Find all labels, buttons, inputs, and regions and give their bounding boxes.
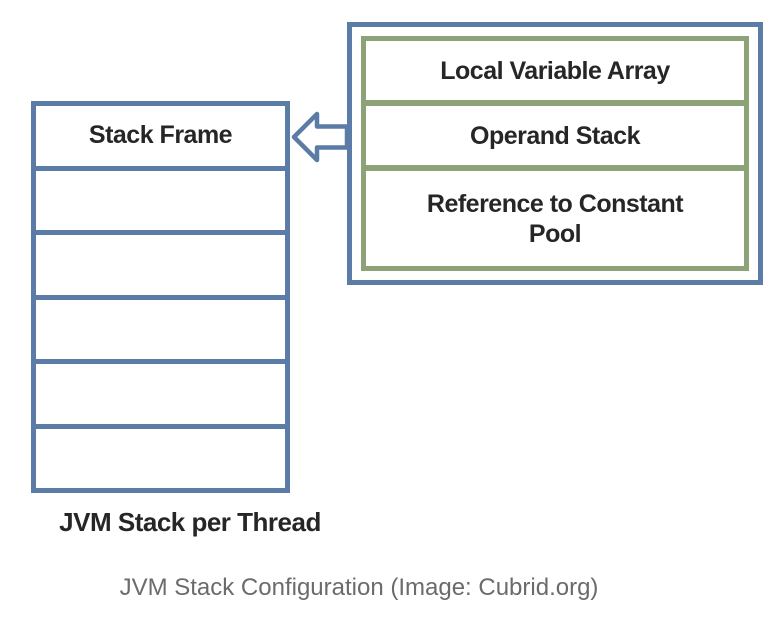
detail-cell-local-variable-array: Local Variable Array	[366, 41, 744, 101]
stack-empty-cell	[36, 230, 285, 295]
stack-empty-cell	[36, 359, 285, 424]
stack-frame-cell: Stack Frame	[36, 106, 285, 166]
jvm-stack-per-thread-label: JVM Stack per Thread	[59, 507, 321, 537]
stack-empty-cell	[36, 423, 285, 488]
stack-frame-detail-box: Local Variable Array Operand Stack Refer…	[347, 22, 763, 285]
detail-cell-reference-to-constant-pool: Reference to Constant Pool	[366, 165, 744, 267]
jvm-stack-box: Stack Frame	[31, 101, 290, 493]
stack-empty-cell	[36, 165, 285, 230]
stack-frame-label: Stack Frame	[88, 121, 233, 150]
left-arrow-icon	[291, 110, 350, 165]
detail-cell-operand-stack: Operand Stack	[366, 100, 744, 166]
reference-to-constant-pool-label: Reference to Constant Pool	[426, 189, 684, 248]
operand-stack-label: Operand Stack	[470, 121, 640, 150]
local-variable-array-label: Local Variable Array	[440, 56, 670, 85]
stack-frame-detail-inner: Local Variable Array Operand Stack Refer…	[361, 36, 749, 271]
figure-caption: JVM Stack Configuration (Image: Cubrid.o…	[119, 574, 599, 601]
stack-empty-cell	[36, 294, 285, 359]
